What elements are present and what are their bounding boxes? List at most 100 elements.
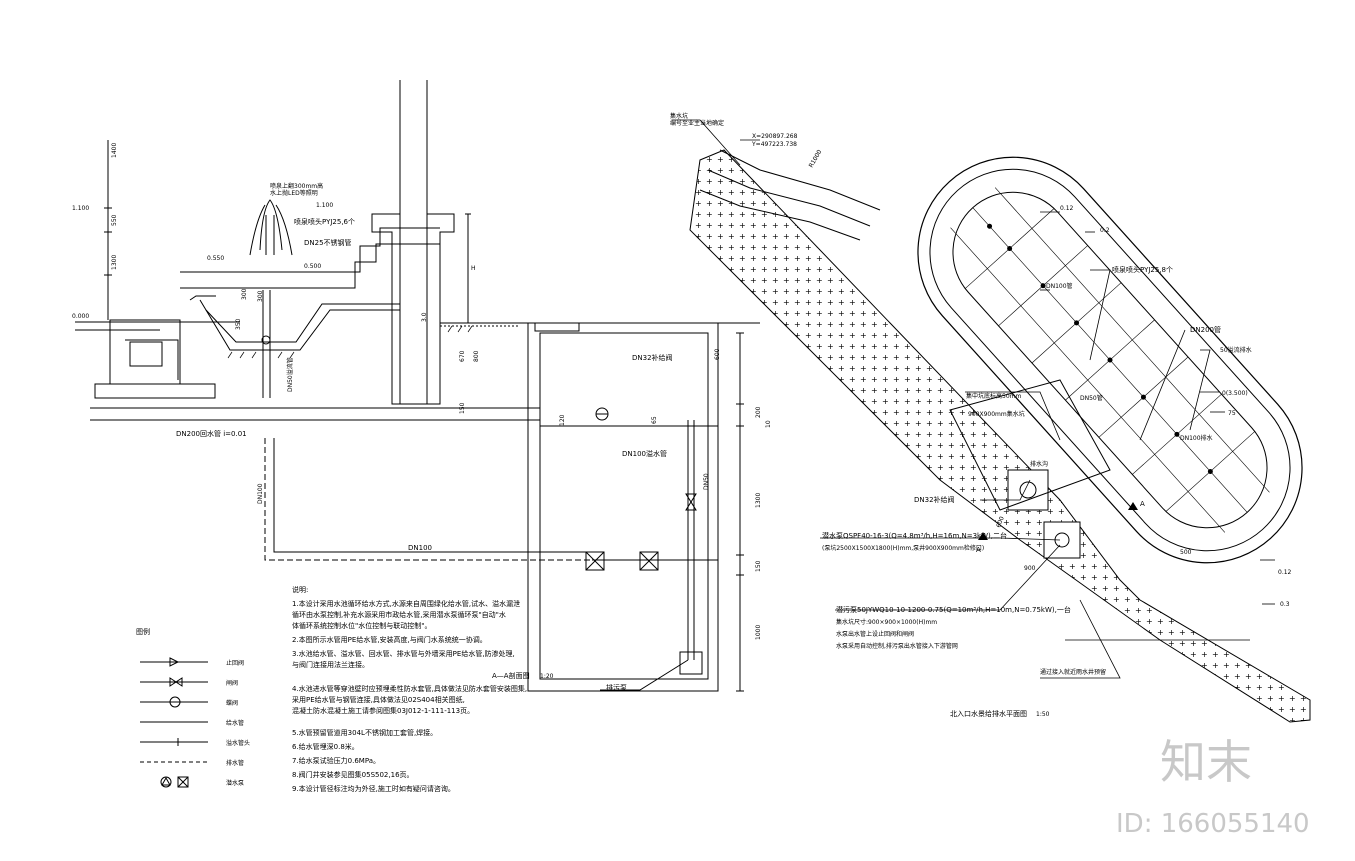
section-title: A—A剖面图	[492, 671, 530, 680]
drain-label: 排污泵	[606, 683, 627, 692]
note-line-3: 2.本图所示水管用PE给水管,安装高度,与阀门水系统统一协调。	[292, 635, 487, 644]
plan-title: 北入口水景给排水平面图	[950, 709, 1027, 718]
plan-dn50-pipe: DN50管	[1080, 394, 1103, 402]
legend-item-1: 闸阀	[226, 679, 238, 687]
dim-left-8: 800	[473, 350, 480, 362]
plan-scale: 1:50	[1036, 711, 1050, 718]
elev-1100: 1.100	[72, 205, 89, 212]
dim-left-2: 1300	[111, 255, 118, 270]
design-notes: 说明: 1.本设计采用水池循环给水方式,水源来自周围绿化给水管,试水、溢水漏泄 …	[292, 585, 527, 793]
dn32-label: DN32补给阀	[632, 353, 673, 362]
note-line-6: 4.水池进水管等穿池壁时应预埋柔性防水套管,具体做法见防水套管安装图集,	[292, 684, 527, 693]
dim-left-10: 120	[559, 414, 566, 426]
dn50-pipe-label: DN50溢流管	[286, 357, 294, 392]
note-line-11: 7.给水泵试验压力0.6MPa。	[292, 756, 380, 765]
dim-left-3: 300	[241, 288, 248, 300]
plan-e-02: 0.2	[1100, 227, 1110, 234]
note-line-7: 采用PE给水管与钢管连接,具体做法见02S404相关图纸,	[292, 695, 465, 704]
legend-item-0: 止回阀	[226, 659, 244, 667]
dim-200: 200	[755, 406, 762, 418]
dn100-h-label: DN100	[408, 544, 432, 552]
dim-1300: 1300	[755, 493, 762, 508]
legend: 图例 止回阀 闸阀 蝶阀 给水管 溢水管头 排水管 潜水泵	[136, 627, 250, 787]
elev-0500: 0.500	[304, 263, 321, 270]
note-line-0: 1.本设计采用水池循环给水方式,水源来自周围绿化给水管,试水、溢水漏泄	[292, 599, 520, 608]
legend-item-3: 给水管	[226, 719, 244, 727]
legend-title: 图例	[136, 627, 150, 636]
plan-pit-note: 集中坑底标高50mm	[966, 392, 1021, 400]
dn200-label: DN200回水管 i=0.01	[176, 429, 247, 438]
nozzle-label: 喷泉喷头PYJ25,6个	[294, 217, 355, 226]
dn25-label: DN25不锈钢管	[304, 238, 352, 247]
note-line-2: 体循环系统控制水位"水位控制与联动控制"。	[292, 621, 431, 630]
notes-title: 说明:	[292, 585, 308, 594]
plan-pump2b: 集水坑尺寸:900×900×1000(H)mm	[836, 618, 937, 626]
section-drawing	[75, 80, 760, 691]
plan-e-012: 0.12	[1060, 205, 1074, 212]
plan-pump2d: 水泵采用自动控制,排污泵出水管接入下游管网	[836, 642, 958, 650]
plan-pump1b: (泵坑2500X1500X1800(H)mm,泵井900X900mm检修口)	[822, 544, 984, 552]
plan-grate: 排水沟	[1030, 460, 1048, 468]
plan-r-label: R1000	[808, 149, 824, 169]
legend-item-5: 排水管	[226, 759, 244, 767]
plan-pump2c: 水泵出水管上设止回阀和闸阀	[836, 630, 914, 638]
legend-item-6: 潜水泵	[226, 779, 244, 787]
plan-dim-900: 900	[1024, 565, 1036, 572]
note-line-13: 9.本设计管径标注均为外径,施工时如有疑问请咨询。	[292, 784, 455, 793]
note-line-12: 8.阀门井安装参见图集05S502,16页。	[292, 770, 414, 779]
note-line-4: 3.水池给水管、溢水管、回水管、排水管与外墙采用PE给水管,防渗处理,	[292, 649, 515, 658]
plan-pump2: 潜污泵50JYWQ10-10-1200-0.75(Q=10m³/h,H=10m,…	[836, 605, 1071, 614]
watermark-id: ID: 166055140	[1116, 809, 1310, 839]
dim-left-6: 3.0	[421, 312, 428, 322]
legend-item-4: 溢水管头	[226, 739, 250, 747]
dim-left-4: 300	[257, 290, 264, 302]
plan-label-A: A	[976, 546, 981, 554]
watermark: 知末 ID: 166055140	[1116, 735, 1310, 839]
dim-left-7: 670	[459, 350, 466, 362]
section-scale: 1:20	[540, 673, 554, 680]
elev-000: 0.000	[72, 313, 89, 320]
plan-pump-note: 通过接入就近雨水井预留	[1040, 668, 1106, 676]
plan-pump1: 潜水泵QSPF40-16-3(Q=4.8m³/h,H=16m,N=3kW),二台	[822, 531, 1007, 540]
dim-left-1: 550	[111, 214, 118, 226]
plan-coord-note: 集水坑编号至业主当地确定	[670, 112, 724, 127]
dim-left-12: 10	[765, 420, 772, 428]
elev-0550: 0.550	[207, 255, 224, 262]
plan-label-500: 500	[1180, 549, 1192, 556]
note-line-9: 5.水管预留管道用304L不锈钢加工套管,焊接。	[292, 728, 437, 737]
plan-nozzle: 喷泉喷头PYJ25,8个	[1112, 265, 1173, 274]
section-texts: 1.100 0.000 0.550 0.500 1.100 H 喷泉上翻300m…	[72, 143, 772, 692]
plan-e-03: 0.3	[1280, 601, 1290, 608]
dim-left-0: 1400	[111, 143, 118, 158]
watermark-logo: 知末	[1160, 735, 1252, 789]
note-line-10: 6.给水管埋深0.8米。	[292, 742, 359, 751]
dn100-v-label: DN100	[257, 483, 264, 504]
elev-1100-b: 1.100	[316, 202, 333, 209]
note-line-5: 与阀门连接用法兰连接。	[292, 660, 369, 669]
plan-overflow-drain: 50溢流排水	[1220, 346, 1252, 354]
plan-coord-x: X=290897.268	[752, 133, 798, 140]
dn50-v-label: DN50	[703, 473, 710, 490]
dim-150: 150	[755, 560, 762, 572]
dim-1000: 1000	[755, 625, 762, 640]
plan-pit-size: 900X900mm集水坑	[968, 410, 1025, 418]
plan-dn100-drain: DN100排水	[1180, 434, 1213, 442]
dim-left-11: 65	[651, 416, 658, 424]
plan-drawing	[672, 118, 1341, 722]
plan-elev-3500: 0(3.500)	[1222, 390, 1248, 397]
plan-label-A2: A	[1140, 500, 1145, 508]
plan-dn200-pipe: DN200管	[1190, 325, 1221, 334]
plan-coord-y: Y=497223.738	[751, 141, 797, 148]
plan-texts: 集水坑编号至业主当地确定 X=290897.268 Y=497223.738 R…	[670, 112, 1292, 718]
plan-dn32: DN32补给阀	[914, 495, 955, 504]
dim-left-9: 150	[459, 402, 466, 414]
nozzle-note: 喷泉上翻300mm高水上抛LED等照明	[270, 182, 323, 197]
note-line-8: 混凝土防水混凝土施工请参阅图集03J012-1-111-113页。	[292, 706, 474, 715]
plan-e-012b: 0.12	[1278, 569, 1292, 576]
elev-H: H	[471, 265, 476, 272]
legend-item-2: 蝶阀	[226, 699, 238, 707]
plan-e-75: 75	[1228, 410, 1236, 417]
dn100-overflow-label: DN100溢水管	[622, 449, 667, 458]
plan-dn100-pipe: DN100管	[1046, 282, 1073, 290]
